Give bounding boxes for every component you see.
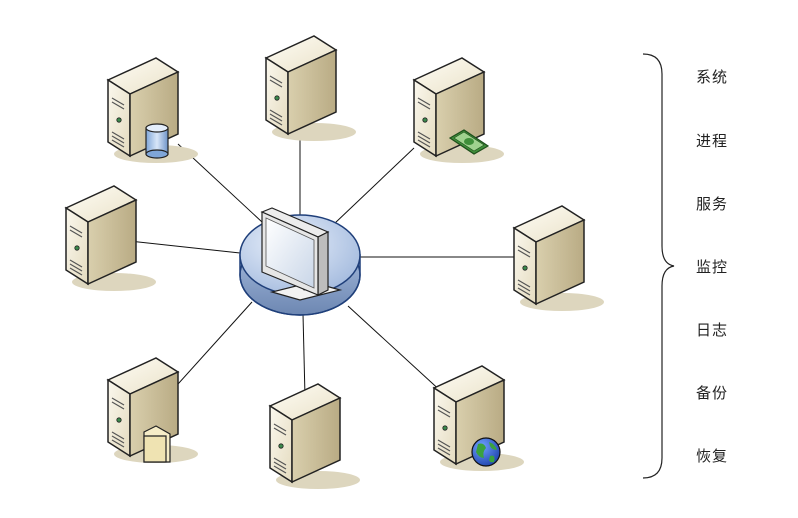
label-restore: 恢复: [696, 447, 729, 465]
server-web: [432, 365, 524, 471]
money-icon: [448, 129, 490, 155]
server-left: [64, 185, 156, 291]
server-top: [264, 35, 356, 141]
label-brace: [642, 53, 675, 479]
label-monitor: 监控: [696, 258, 729, 276]
server-payment: [412, 57, 504, 163]
central-console: [239, 207, 361, 316]
database-icon: [145, 123, 169, 159]
label-service: 服务: [696, 195, 729, 213]
folder-icon: [143, 425, 171, 463]
label-process: 进程: [696, 132, 729, 150]
label-backup: 备份: [696, 384, 729, 402]
label-log: 日志: [696, 321, 729, 339]
server-database: [106, 57, 198, 163]
link-payment: [333, 147, 415, 225]
label-system: 系统: [696, 68, 729, 86]
server-right: [512, 205, 604, 311]
link-web: [347, 305, 445, 395]
server-folder: [106, 357, 198, 463]
server-bottom: [268, 383, 360, 489]
globe-icon: [471, 437, 501, 467]
monitor-icon: [260, 207, 343, 301]
